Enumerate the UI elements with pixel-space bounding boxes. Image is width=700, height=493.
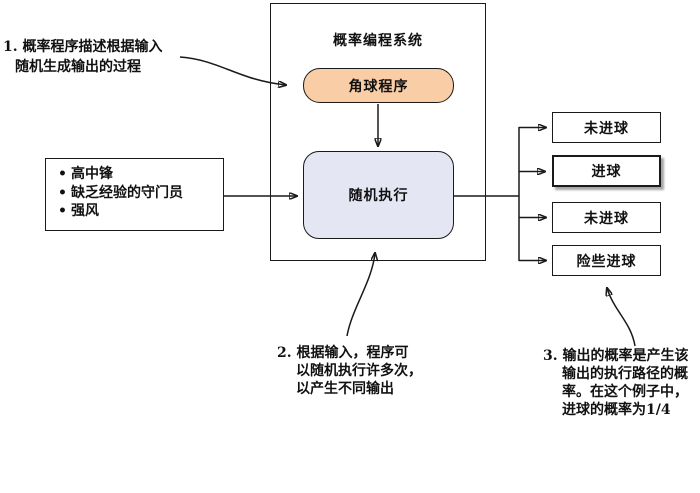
annotation-line: 随机生成输出的过程: [15, 59, 141, 75]
annotation-line: 3. 输出的概率是产生该: [543, 348, 689, 364]
program-label: 角球程序: [348, 78, 409, 95]
program-node: 角球程序: [303, 68, 454, 103]
arrow-note3-to-output-4: [607, 288, 636, 347]
annotation-3: 3. 输出的概率是产生该 输出的执行路径的概 率。在这个例子中， 进球的概率为1…: [543, 347, 689, 419]
annotation-line: 进球的概率为1/4: [562, 402, 671, 418]
input-item-label: 高中锋: [71, 166, 113, 182]
annotation-line: 率。在这个例子中，: [562, 384, 688, 400]
annotation-line: 1. 概率程序描述根据输入: [3, 39, 163, 55]
input-item: •缺乏经验的守门员: [58, 184, 219, 203]
bullet-marker: •: [58, 166, 67, 182]
output-box-goal: 进球: [552, 155, 661, 187]
output-label: 进球: [591, 164, 622, 180]
output-box-near-goal: 险些进球: [552, 245, 661, 276]
output-label: 险些进球: [576, 253, 637, 270]
bullet-marker: •: [58, 184, 67, 201]
bullet-marker: •: [58, 203, 67, 219]
input-box: •高中锋 •缺乏经验的守门员 •强风: [45, 158, 224, 231]
annotation-line: 输出的执行路径的概: [562, 366, 688, 382]
output-label: 未进球: [584, 210, 629, 227]
annotation-2: 2. 根据输入，程序可 以随机执行许多次， 以产生不同输出: [277, 344, 422, 398]
annotation-line: 2. 根据输入，程序可: [277, 345, 409, 361]
input-item: •强风: [58, 202, 219, 221]
input-item-label: 强风: [71, 203, 99, 219]
arrow-note2-to-execution: [346, 253, 375, 337]
execution-node: 随机执行: [303, 151, 454, 239]
input-item-label: 缺乏经验的守门员: [71, 184, 183, 201]
system-title: 概率编程系统: [333, 33, 423, 49]
input-item: •高中锋: [58, 165, 219, 184]
output-label: 未进球: [584, 120, 629, 137]
output-box-no-goal-1: 未进球: [552, 112, 661, 143]
annotation-line: 以随机执行许多次，: [296, 363, 422, 379]
execution-label: 随机执行: [348, 188, 409, 204]
annotation-1: 1. 概率程序描述根据输入 随机生成输出的过程: [3, 37, 163, 77]
output-box-no-goal-2: 未进球: [552, 202, 661, 233]
annotation-line: 以产生不同输出: [296, 381, 394, 397]
